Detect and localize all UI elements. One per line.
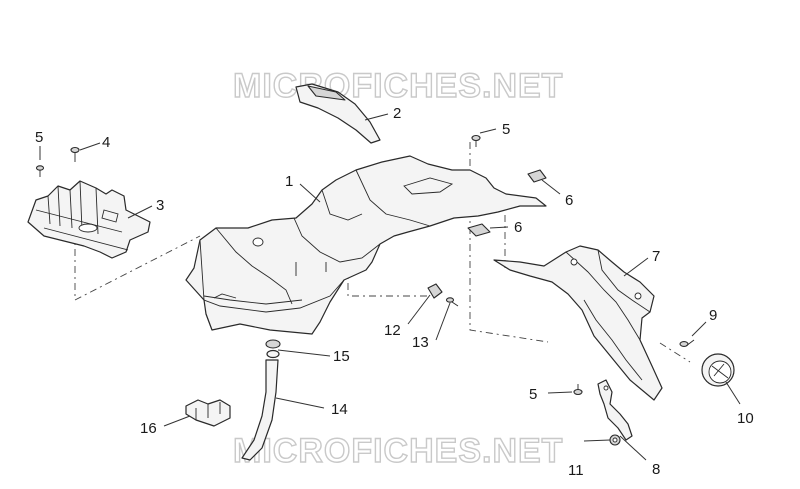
screw-4-left	[70, 146, 80, 162]
screw-5-top	[471, 134, 481, 147]
part-16-clip	[185, 399, 231, 427]
callout-11: 11	[568, 462, 584, 479]
callout-12: 12	[384, 322, 401, 339]
callout-4: 4	[102, 134, 110, 151]
part-14-hose	[241, 359, 279, 461]
watermark-top: MICROFICHES.NET	[233, 67, 563, 105]
part-10-reflector	[701, 353, 735, 387]
screw-5-left	[35, 165, 45, 177]
part-3-bracket	[27, 180, 151, 259]
callout-5-lower: 5	[529, 386, 537, 403]
leader-lines	[39, 113, 741, 461]
callout-16: 16	[140, 420, 157, 437]
callout-5-top: 5	[502, 121, 510, 138]
part-8-plate-bracket	[597, 379, 633, 441]
callout-7: 7	[652, 248, 660, 265]
callout-9: 9	[709, 307, 717, 324]
callout-labels: 1 2 3 4 5 5 5 6 6 7 8 9 10 11 12 13 14 1…	[35, 105, 754, 479]
part-7-mudguard	[493, 245, 663, 401]
callout-6-lower: 6	[514, 219, 522, 236]
callout-13: 13	[412, 334, 429, 351]
part-6-clip-upper	[527, 169, 547, 183]
callout-5-left: 5	[35, 129, 43, 146]
part-13-screw	[445, 297, 459, 307]
part-6-clip-lower	[467, 223, 491, 237]
callout-10: 10	[737, 410, 754, 427]
watermark-bottom: MICROFICHES.NET	[233, 432, 563, 470]
part-9-screw	[679, 339, 695, 347]
callout-14: 14	[331, 401, 348, 418]
callout-15: 15	[333, 348, 350, 365]
part-2-cover	[295, 83, 381, 144]
part-15-grommet	[265, 339, 281, 359]
callout-1: 1	[285, 173, 293, 190]
part-1-undertray	[185, 155, 547, 335]
part-12-clip	[427, 283, 443, 299]
callout-2: 2	[393, 105, 401, 122]
callout-8: 8	[652, 461, 660, 478]
callout-6-upper: 6	[565, 192, 573, 209]
callout-3: 3	[156, 197, 164, 214]
screw-5-lower	[573, 384, 583, 396]
nut-11	[609, 434, 621, 446]
